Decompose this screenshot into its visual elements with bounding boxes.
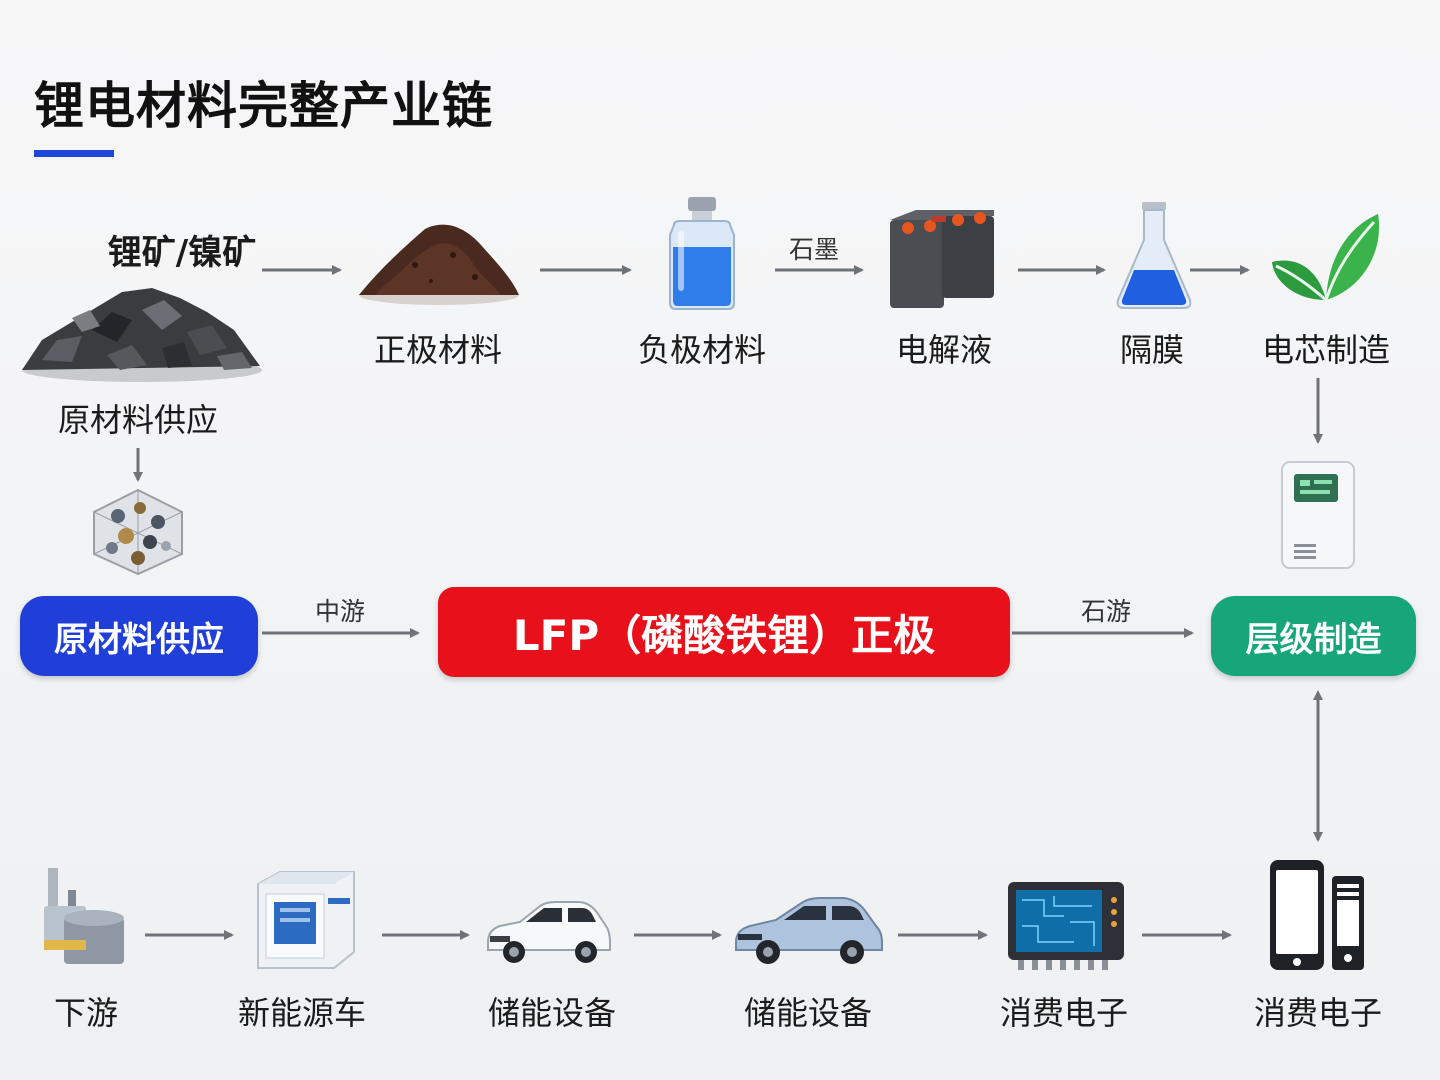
cathode-powder-icon [359,224,519,305]
midstream-label: 中游 [314,597,366,626]
separator-label: 隔膜 [1119,331,1185,369]
white-car-icon [487,901,611,963]
anode-label: 负极材料 [637,331,767,369]
ev-label: 新能源车 [237,994,367,1032]
cell-device-icon [1281,461,1355,569]
blue-car-icon [735,897,883,964]
page-title: 锂电材料完整产业链 [34,77,493,135]
level-manufacturing-pill: 层级制造 [1211,596,1416,676]
energy-storage-label-2: 储能设备 [743,994,873,1032]
downstream-label: 下游 [53,994,119,1032]
cathode-label: 正极材料 [373,331,503,369]
phone-icon [1270,860,1364,970]
circuit-board-icon [1008,882,1124,970]
raw-supply-label: 原材料供应 [57,401,219,439]
crystal-lattice-icon [93,488,183,576]
title-underline [34,150,114,157]
machine-icon [44,868,124,964]
consumer-electronics-label-2: 消费电子 [1253,994,1383,1032]
raw-supply-pill: 原材料供应 [20,596,258,676]
battery-pack-icon [257,871,355,969]
lfp-cathode-pill: LFP（磷酸铁锂）正极 [438,587,1010,677]
electrolyte-cells-icon [890,210,994,308]
energy-storage-label-1: 储能设备 [487,994,617,1032]
separator-flask-icon [1116,202,1192,309]
cell-manufacturing-label: 电芯制造 [1261,331,1391,369]
leaf-icon [1272,214,1380,302]
graphite-label: 石墨 [788,235,840,264]
consumer-electronics-label-1: 消费电子 [999,994,1129,1032]
electrolyte-label: 电解液 [895,331,993,369]
stone-label: 石游 [1080,597,1132,626]
ore-label: 锂矿/镍矿 [107,233,257,273]
anode-bottle-icon [669,197,735,310]
ore-pile-icon [22,288,262,382]
